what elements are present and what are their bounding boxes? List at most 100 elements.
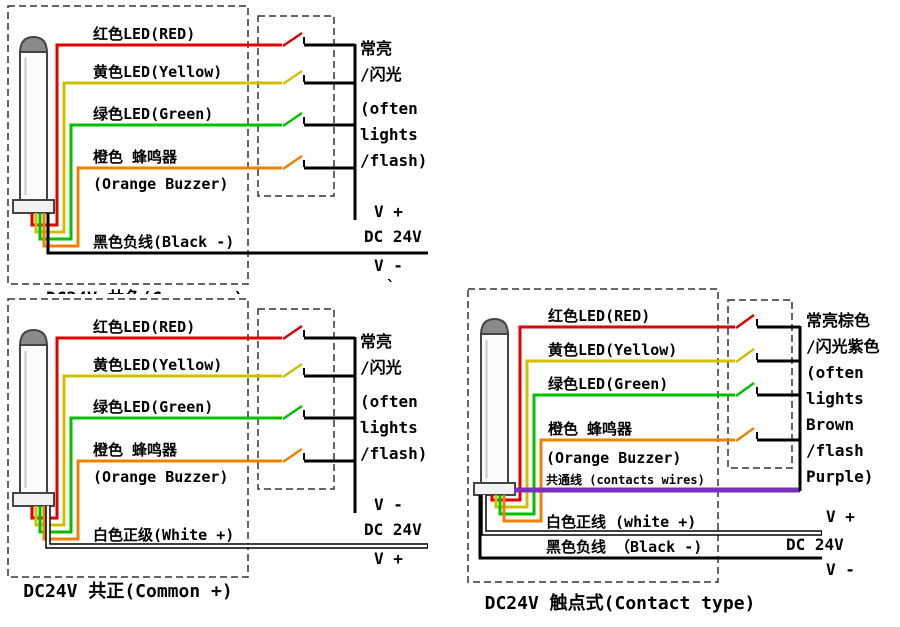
mode-note-line: /flash	[806, 441, 864, 460]
wire-label-yellow: 黄色LED(Yellow)	[93, 356, 223, 374]
yellow-switch-contact	[735, 347, 755, 364]
switch-box-border	[727, 299, 793, 469]
orange-switch-contact	[735, 426, 755, 443]
wire-label-white: 白色正级(White +)	[93, 526, 235, 544]
yellow-wire	[494, 359, 735, 509]
green-wire	[38, 416, 282, 534]
mode-note-line: /闪光	[360, 358, 402, 377]
wire-label-green: 绿色LED(Green)	[93, 398, 214, 416]
wire-label-green: 绿色LED(Green)	[93, 105, 214, 123]
black-negative-wire	[46, 213, 428, 255]
red-switch-contact	[282, 31, 303, 48]
mode-note-line: 常亮	[360, 332, 393, 351]
wire-label-yellow: 黄色LED(Yellow)	[548, 341, 678, 359]
wire-label-orange: 橙色 蜂鸣器	[93, 148, 178, 166]
yellow-wire	[34, 374, 282, 527]
white-positive-wire	[482, 495, 821, 535]
red-switch-contact	[282, 324, 303, 341]
orange-switch-contact	[282, 447, 303, 464]
wire-label-red: 红色LED(RED)	[93, 25, 196, 43]
wire-label-orange: 橙色 蜂鸣器	[548, 420, 633, 438]
mode-note-line: lights	[360, 418, 418, 437]
tower-base	[473, 482, 516, 496]
mode-note-line: /flash)	[360, 151, 428, 170]
red-switch-contact	[735, 313, 755, 330]
yellow-switch-contact	[282, 69, 303, 86]
orange-switch-contact	[282, 154, 303, 171]
diagram-border	[7, 298, 249, 578]
wire-label-green: 绿色LED(Green)	[548, 375, 669, 393]
mode-note-line: /flash)	[360, 444, 428, 463]
orange-wire	[42, 166, 282, 248]
diagram-border	[467, 288, 719, 583]
wire-label-red: 红色LED(RED)	[93, 318, 196, 336]
tower-cap	[18, 35, 49, 54]
green-wire	[38, 123, 282, 241]
mode-note-line: lights	[360, 125, 418, 144]
mode-note-line: /闪光紫色	[806, 337, 880, 356]
wire-label-red: 红色LED(RED)	[548, 307, 651, 325]
tower-body	[480, 333, 509, 484]
terminal-dc24v: DC 24V	[364, 227, 422, 246]
mode-note-line: Purple)	[806, 467, 874, 486]
clipped-caption-common-negative: DC24V 共负(Common -)	[46, 284, 266, 294]
switch-box-border	[257, 308, 335, 490]
terminal-v-minus: V -	[826, 560, 855, 579]
green-wire	[498, 393, 735, 516]
tower-cap	[18, 328, 49, 347]
wire-label-orange: 橙色 蜂鸣器	[93, 441, 178, 459]
terminal-v-minus: V -	[374, 495, 403, 514]
terminal-v-minus: V -	[374, 256, 403, 275]
terminal-dc24v: DC 24V	[786, 535, 844, 554]
wire-label-white: 白色正线 (white +)	[546, 513, 697, 531]
diagram-common-positive	[7, 298, 428, 578]
mode-note-line: (often	[360, 99, 418, 118]
mode-note-line: 常亮	[360, 39, 393, 58]
diagram-border	[7, 5, 249, 285]
terminal-v-plus: V +	[374, 549, 403, 568]
terminal-v-plus: V +	[374, 202, 403, 221]
tower-body	[19, 344, 48, 494]
terminal-dc24v: DC 24V	[364, 520, 422, 539]
diagram-common-negative	[7, 5, 428, 285]
red-wire	[30, 43, 282, 227]
tower-light-icon	[12, 35, 55, 214]
mode-note-line: (often	[360, 392, 418, 411]
wire-label-orange-en: (Orange Buzzer)	[546, 449, 682, 467]
red-wire	[30, 336, 282, 520]
black-negative-wire	[478, 495, 822, 560]
yellow-switch-contact	[282, 362, 303, 379]
terminal-v-plus: V +	[826, 507, 855, 526]
orange-wire	[42, 459, 282, 541]
wire-label-orange-en: (Orange Buzzer)	[93, 175, 229, 193]
orange-wire	[502, 438, 735, 523]
green-switch-contact	[282, 404, 303, 421]
caption-text: DC24V 共负(Common -)	[46, 284, 266, 294]
mode-note-line: (often	[806, 363, 864, 382]
diagram-contact-type	[467, 288, 822, 583]
wire-label-common: 共通线 (contacts wires)	[546, 473, 705, 487]
caption-common-positive: DC24V 共正(Common +)	[23, 581, 233, 602]
switch-box-border	[257, 15, 335, 197]
tower-body	[19, 51, 48, 201]
wire-label-yellow: 黄色LED(Yellow)	[93, 63, 223, 81]
yellow-wire	[34, 81, 282, 234]
tower-light-icon	[12, 328, 55, 507]
tower-base	[12, 199, 55, 214]
wire-label-black: 黑色负线 （Black -)	[546, 538, 703, 556]
wire-label-black: 黑色负线(Black -)	[93, 233, 235, 251]
white-positive-wire	[46, 506, 427, 548]
mode-note-line: /闪光	[360, 65, 402, 84]
mode-note-line: 常亮棕色	[806, 311, 871, 330]
red-wire	[490, 325, 735, 502]
green-switch-contact	[282, 111, 303, 128]
mode-note-line: lights	[806, 389, 864, 408]
tower-light-icon	[473, 317, 516, 496]
green-switch-contact	[735, 381, 755, 398]
wire-label-orange-en: (Orange Buzzer)	[93, 468, 229, 486]
caption-contact-type: DC24V 触点式(Contact type)	[484, 593, 756, 614]
tower-base	[12, 492, 55, 507]
tower-cap	[479, 317, 510, 336]
